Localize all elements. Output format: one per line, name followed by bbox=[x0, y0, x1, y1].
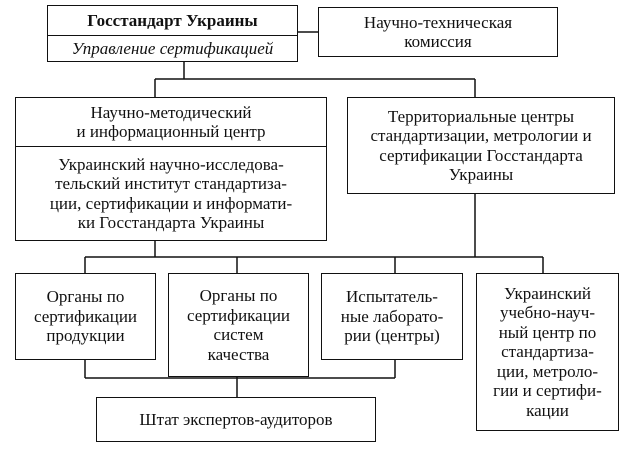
quality-certification-box: Органы по сертификации систем качества bbox=[168, 273, 309, 377]
gosstandart-title: Госстандарт Украины bbox=[87, 10, 258, 30]
certification-department: Управление сертификацией bbox=[48, 35, 297, 61]
commission-label: Научно-техническая комиссия bbox=[363, 12, 513, 52]
test-labs-box: Испытатель- ные лаборато- рии (центры) bbox=[321, 273, 463, 360]
quality-certification-label: Органы по сертификации систем качества bbox=[186, 286, 291, 364]
auditors-label: Штат экспертов-аудиторов bbox=[139, 409, 333, 429]
research-institute: Украинский научно-исследова- тельский ин… bbox=[16, 146, 326, 240]
training-center-label: Украинский учебно-науч- ный центр по ста… bbox=[493, 283, 602, 420]
auditors-box: Штат экспертов-аудиторов bbox=[96, 397, 376, 442]
commission-box: Научно-техническая комиссия bbox=[318, 7, 558, 57]
gosstandart-box: Госстандарт Украины Управление сертифика… bbox=[47, 5, 298, 62]
methodical-center-title: Научно-методический и информационный цен… bbox=[76, 102, 266, 142]
methodical-center-box: Научно-методический и информационный цен… bbox=[15, 97, 327, 241]
territorial-centers-label: Территориальные центры стандартизации, м… bbox=[370, 106, 592, 185]
product-certification-box: Органы по сертификации продукции bbox=[15, 273, 156, 360]
training-center-box: Украинский учебно-науч- ный центр по ста… bbox=[476, 273, 619, 431]
territorial-centers-box: Территориальные центры стандартизации, м… bbox=[347, 97, 615, 194]
product-certification-label: Органы по сертификации продукции bbox=[33, 287, 138, 346]
test-labs-label: Испытатель- ные лаборато- рии (центры) bbox=[340, 287, 444, 346]
